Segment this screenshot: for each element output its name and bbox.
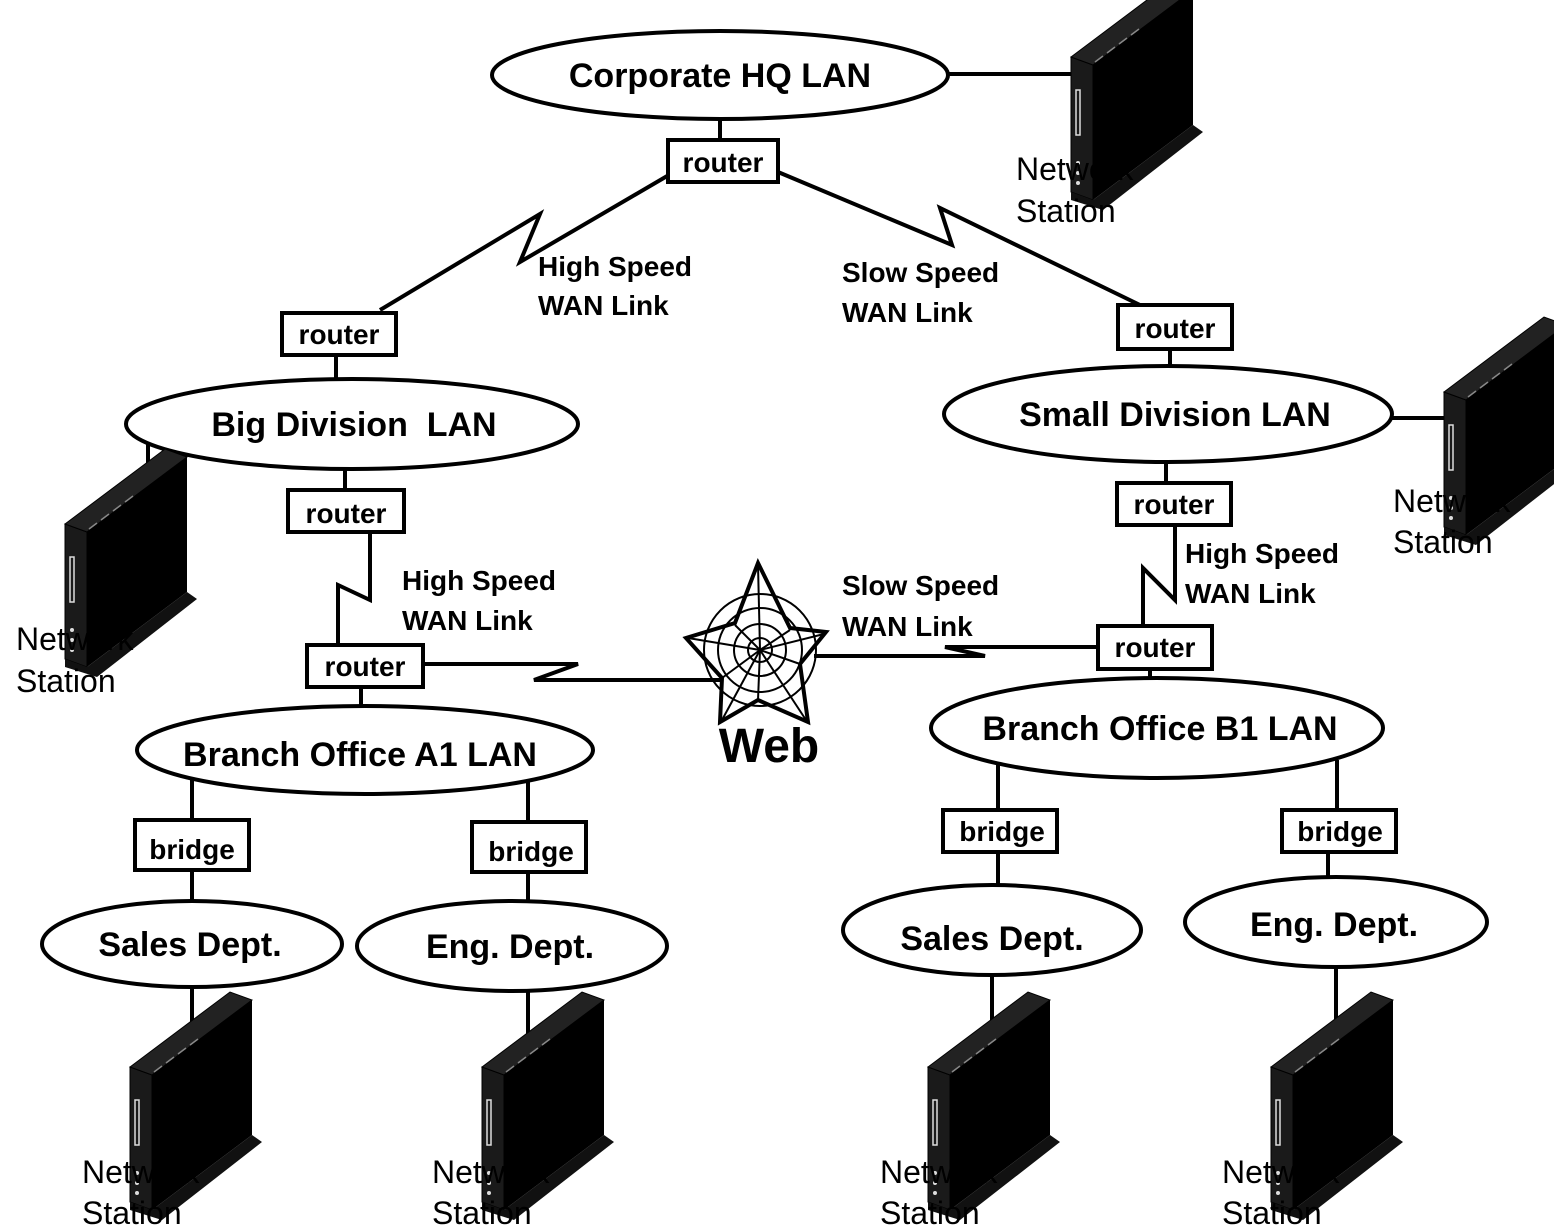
router-big-division: router	[280, 311, 398, 357]
station-eng-a-label-line2: Station	[432, 1195, 532, 1230]
lan-branch-a1: Branch Office A1 LAN	[135, 704, 595, 796]
station-sales-a-label-line2: Station	[82, 1195, 182, 1230]
lan-big-division: Big Division LAN	[124, 377, 580, 471]
bridge-sales-b-label: bridge	[959, 816, 1045, 847]
router-branch-a1-label: router	[325, 651, 406, 682]
router-hq: router	[666, 138, 780, 184]
link-label-small-b1: High Speed WAN Link	[1185, 538, 1339, 609]
router-branch-b1: router	[1096, 624, 1214, 671]
lan-eng-a: Eng. Dept.	[355, 899, 669, 993]
station-sales-b: Network Station	[880, 991, 1061, 1230]
station-eng-b-label-line2: Station	[1222, 1195, 1322, 1230]
bridge-sales-b: bridge	[941, 808, 1059, 854]
station-sales-a-label-line1: Network	[82, 1154, 200, 1190]
station-sales-b-label-line1: Network	[880, 1154, 998, 1190]
connections	[146, 72, 1448, 1048]
link-label-hq-big-line2: WAN Link	[538, 290, 669, 321]
web-icon: Web	[682, 558, 830, 773]
lan-small-division: Small Division LAN	[942, 364, 1394, 464]
link-label-web-b1-line1: Slow Speed	[842, 570, 999, 601]
station-big-division-label-line2: Station	[16, 663, 116, 699]
station-eng-a: Network Station	[432, 991, 615, 1230]
station-small-division-label-line1: Network	[1393, 483, 1511, 519]
station-eng-b: Network Station	[1222, 991, 1404, 1230]
link-label-small-b1-line1: High Speed	[1185, 538, 1339, 569]
bridge-eng-b: bridge	[1280, 808, 1398, 854]
link-label-big-a1: High Speed WAN Link	[402, 565, 556, 636]
router-branch-b1-label: router	[1115, 632, 1196, 663]
station-sales-a: Network Station	[82, 991, 263, 1230]
lan-sales-a-label: Sales Dept.	[98, 926, 281, 964]
link-label-big-a1-line2: WAN Link	[402, 605, 533, 636]
bridge-eng-a: bridge	[470, 820, 588, 874]
web-label: Web	[719, 720, 819, 773]
lan-hq-label: Corporate HQ LAN	[569, 57, 871, 95]
router-small-division-label: router	[1135, 313, 1216, 344]
lan-eng-b-label: Eng. Dept.	[1250, 906, 1418, 944]
lan-eng-a-label: Eng. Dept.	[426, 928, 594, 966]
station-small-division: Network Station	[1393, 316, 1554, 560]
station-eng-b-label-line1: Network	[1222, 1154, 1340, 1190]
router-big-division-label: router	[299, 319, 380, 350]
lan-sales-a: Sales Dept.	[40, 899, 344, 989]
lan-branch-a1-label: Branch Office A1 LAN	[183, 736, 537, 774]
station-sales-b-label-line2: Station	[880, 1195, 980, 1230]
bridge-eng-b-label: bridge	[1297, 816, 1383, 847]
router-branch-a1: router	[305, 643, 425, 689]
bridge-sales-a-label: bridge	[149, 834, 235, 865]
link-label-hq-small: Slow Speed WAN Link	[842, 257, 999, 328]
lan-sales-b-label: Sales Dept.	[900, 920, 1083, 958]
lan-sales-b: Sales Dept.	[841, 883, 1143, 977]
router-small-division-down: router	[1115, 481, 1233, 527]
bridge-sales-a: bridge	[133, 818, 251, 872]
router-hq-label: router	[683, 147, 764, 178]
router-big-division-down-label: router	[306, 498, 387, 529]
link-label-hq-small-line1: Slow Speed	[842, 257, 999, 288]
station-hq-label-line1: Network	[1016, 151, 1134, 187]
lan-branch-b1-label: Branch Office B1 LAN	[982, 710, 1337, 748]
link-label-big-a1-line1: High Speed	[402, 565, 556, 596]
router-small-division-down-label: router	[1134, 489, 1215, 520]
lan-branch-b1: Branch Office B1 LAN	[929, 676, 1385, 780]
link-label-web-b1: Slow Speed WAN Link	[842, 570, 999, 642]
link-label-hq-big-line1: High Speed	[538, 251, 692, 282]
router-big-division-down: router	[286, 488, 406, 534]
station-hq-label-line2: Station	[1016, 193, 1116, 229]
link-label-hq-small-line2: WAN Link	[842, 297, 973, 328]
station-eng-a-label-line1: Network	[432, 1154, 550, 1190]
station-hq: Network Station	[1016, 0, 1204, 229]
bridge-eng-a-label: bridge	[488, 836, 574, 867]
link-label-hq-big: High Speed WAN Link	[538, 251, 692, 321]
router-small-division: router	[1116, 303, 1234, 351]
station-big-division: Network Station	[16, 448, 198, 699]
station-big-division-label-line1: Network	[16, 621, 134, 657]
link-label-small-b1-line2: WAN Link	[1185, 578, 1316, 609]
lan-small-division-label: Small Division LAN	[1019, 396, 1331, 434]
link-label-web-b1-line2: WAN Link	[842, 611, 973, 642]
lan-big-division-label: Big Division LAN	[211, 406, 496, 444]
station-small-division-label-line2: Station	[1393, 524, 1493, 560]
lan-eng-b: Eng. Dept.	[1183, 875, 1489, 969]
lan-hq: Corporate HQ LAN	[490, 29, 950, 121]
